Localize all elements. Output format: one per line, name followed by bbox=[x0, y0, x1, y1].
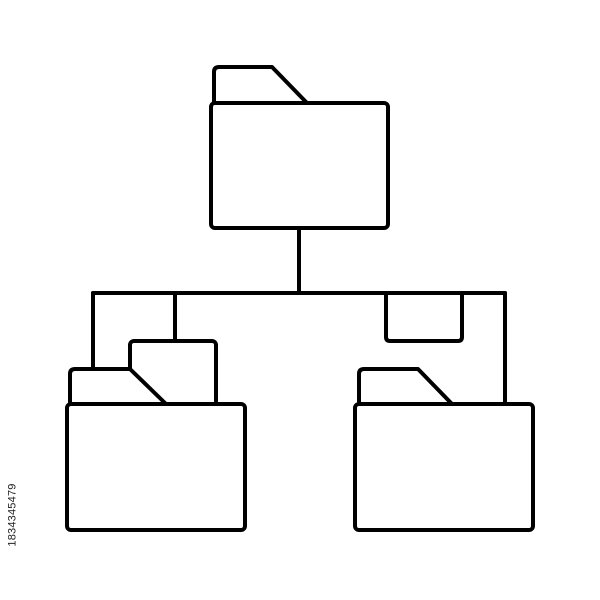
right-folder-tab bbox=[357, 367, 454, 406]
root-folder-icon bbox=[209, 65, 390, 230]
right-folder-icon bbox=[353, 367, 535, 532]
stock-id-text: 1834345479 bbox=[7, 483, 19, 547]
stock-id-watermark: 1834345479 bbox=[2, 460, 24, 570]
root-folder-tab bbox=[212, 65, 309, 105]
left-folder-stack-icon bbox=[65, 339, 247, 532]
right-folder-body bbox=[353, 402, 535, 532]
right-hanging-tab bbox=[384, 291, 464, 343]
left-folder-body bbox=[65, 402, 247, 532]
root-folder-body bbox=[209, 101, 390, 230]
tree-connector-lines bbox=[91, 226, 507, 406]
left-folder-tab bbox=[68, 367, 168, 406]
